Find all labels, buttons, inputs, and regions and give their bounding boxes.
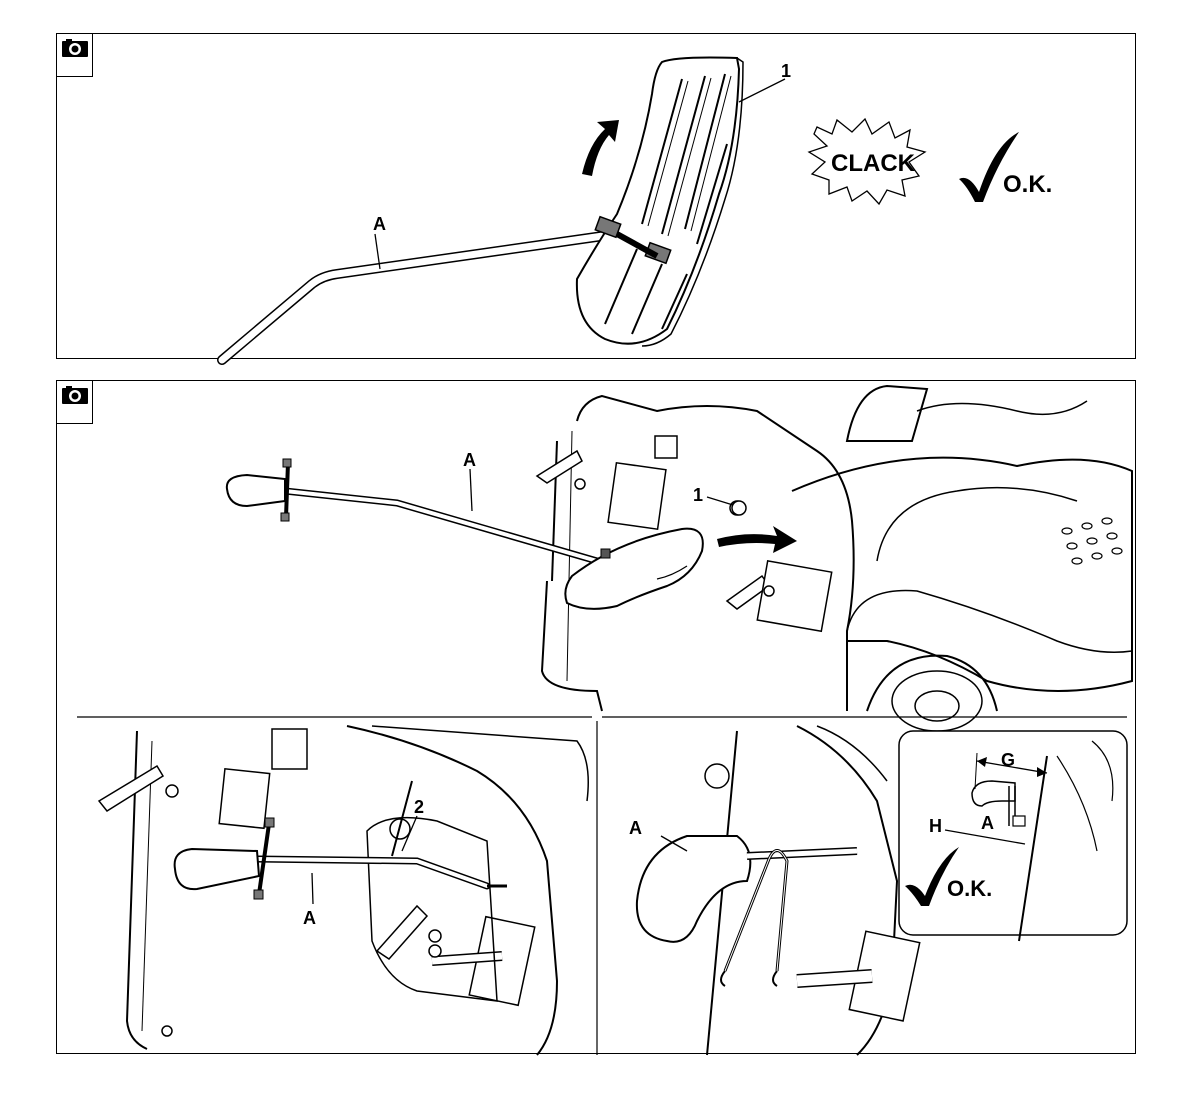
label-part-1: 1 (781, 61, 791, 81)
plate-part-1 (577, 58, 743, 347)
panel-top: 1 A CLACK O.K. (56, 33, 1136, 359)
rotation-arrow-icon (582, 120, 619, 176)
clack-text: CLACK (831, 150, 916, 177)
bottom-diagram: 1 A (57, 381, 1137, 1055)
label-left-part-2: 2 (414, 797, 424, 817)
top-diagram: 1 A CLACK O.K. (57, 34, 1137, 360)
label-rod-a: A (373, 214, 386, 234)
inset-detail: G A H O.K. (899, 731, 1127, 941)
label-right-rod-a: A (629, 818, 642, 838)
rod-a (222, 234, 617, 360)
inset-ok-text: O.K. (947, 876, 992, 901)
label-main-part-1: 1 (693, 485, 703, 505)
label-hook-h: H (929, 816, 942, 836)
main-scene: 1 A (227, 386, 1132, 731)
label-left-rod-a: A (303, 908, 316, 928)
ok-text: O.K. (1003, 171, 1052, 198)
left-scene: 2 A (99, 726, 588, 1055)
direction-arrow-icon (717, 526, 797, 553)
label-inset-rod-a: A (981, 813, 994, 833)
right-scene: A (629, 726, 920, 1055)
label-main-rod-a: A (463, 450, 476, 470)
label-gap-g: G (1001, 750, 1015, 770)
panel-bottom: 1 A (56, 380, 1136, 1054)
